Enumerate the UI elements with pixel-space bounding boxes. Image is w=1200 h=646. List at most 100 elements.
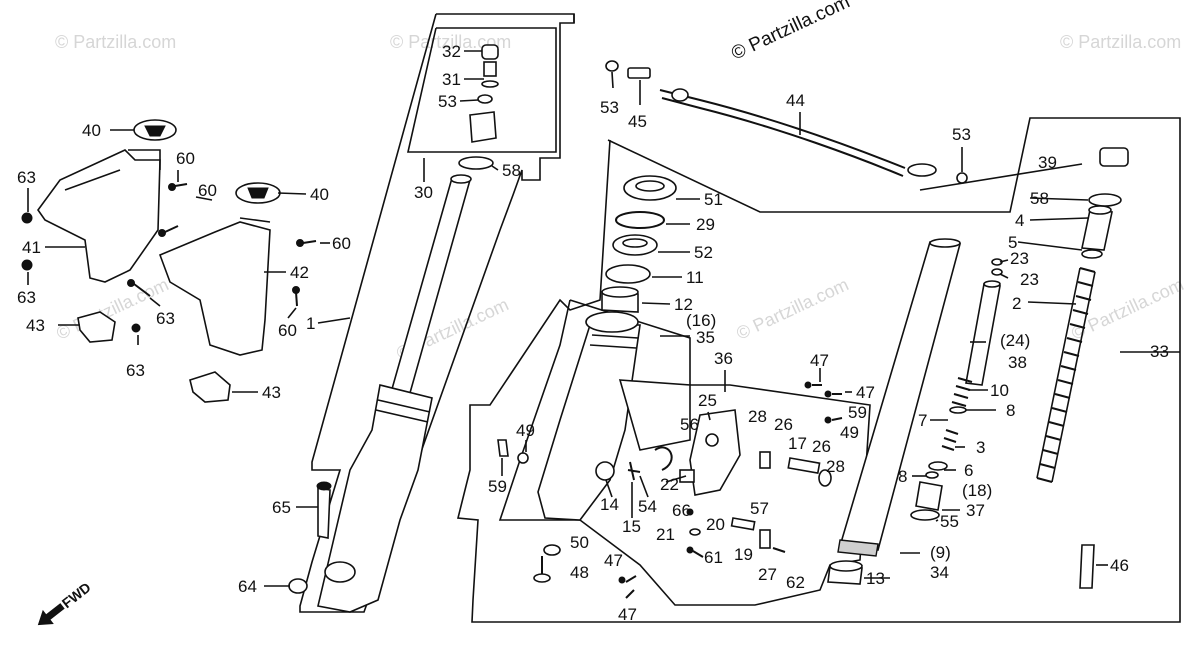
- callout-45: 45: [628, 112, 647, 131]
- callout-39: 39: [1038, 153, 1057, 172]
- callout-60: 60: [198, 181, 217, 200]
- callout-61: 61: [704, 548, 723, 567]
- watermark: © Partzilla.com: [55, 32, 176, 52]
- callout-5: 5: [1008, 233, 1017, 252]
- callout-47: 47: [604, 551, 623, 570]
- callout-41: 41: [22, 238, 41, 257]
- callout-58: 58: [502, 161, 521, 180]
- center-group: [456, 117, 1181, 623]
- callout-63: 63: [126, 361, 145, 380]
- callout-26: 26: [812, 437, 831, 456]
- callout-55: 55: [940, 512, 959, 531]
- callout-58: 58: [1030, 189, 1049, 208]
- callout-40: 40: [310, 185, 329, 204]
- callout-31: 31: [442, 70, 461, 89]
- callout-27: 27: [758, 565, 777, 584]
- callout-59: 59: [488, 477, 507, 496]
- callout-11: 11: [686, 268, 704, 287]
- callout-12: 12: [674, 295, 693, 314]
- callout-labels: 32 31 53 58 30 1 65 64 40 60 60 40 63 41…: [17, 42, 1169, 624]
- callout-49: 49: [840, 423, 859, 442]
- callout-53: 53: [952, 125, 971, 144]
- callout-17: 17: [788, 434, 807, 453]
- callout-51: 51: [704, 190, 723, 209]
- leader-lines: [27, 50, 1180, 587]
- right-fork-group: [827, 147, 1129, 589]
- watermark: © Partzilla.com: [390, 32, 511, 52]
- callout-23: 23: [1020, 270, 1039, 289]
- fork-spring: [1036, 267, 1096, 483]
- callout-19: 19: [734, 545, 753, 564]
- watermark-main: © Partzilla.com: [728, 0, 853, 65]
- callout-37: 37: [966, 501, 985, 520]
- callout-4: 4: [1015, 211, 1024, 230]
- watermark: © Partzilla.com: [733, 274, 851, 343]
- callout-47: 47: [810, 351, 829, 370]
- callout-32: 32: [442, 42, 461, 61]
- callout-34: 34: [930, 563, 949, 582]
- callout-60: 60: [176, 149, 195, 168]
- callout-64: 64: [238, 577, 257, 596]
- callout-18-paren: (18): [962, 481, 992, 500]
- callout-59: 59: [848, 403, 867, 422]
- left-fork-group: [288, 13, 575, 613]
- bracket-group: [21, 119, 317, 403]
- callout-66: 66: [672, 501, 691, 520]
- callout-47: 47: [856, 383, 875, 402]
- callout-48: 48: [570, 563, 589, 582]
- callout-60: 60: [278, 321, 297, 340]
- callout-16-paren: (16): [686, 311, 716, 330]
- callout-60: 60: [332, 234, 351, 253]
- callout-7: 7: [918, 411, 927, 430]
- callout-38: 38: [1008, 353, 1027, 372]
- callout-63: 63: [17, 168, 36, 187]
- callout-49: 49: [516, 421, 535, 440]
- callout-15: 15: [622, 517, 641, 536]
- callout-43: 43: [26, 316, 45, 335]
- callout-29: 29: [696, 215, 715, 234]
- callout-24-paren: (24): [1000, 331, 1030, 350]
- callout-25: 25: [698, 391, 717, 410]
- callout-63: 63: [17, 288, 36, 307]
- callout-8: 8: [1006, 401, 1015, 420]
- callout-33: 33: [1150, 342, 1169, 361]
- callout-6: 6: [964, 461, 973, 480]
- callout-36: 36: [714, 349, 733, 368]
- callout-53: 53: [600, 98, 619, 117]
- callout-52: 52: [694, 243, 713, 262]
- callout-3: 3: [976, 438, 985, 457]
- callout-50: 50: [570, 533, 589, 552]
- callout-65: 65: [272, 498, 291, 517]
- callout-56: 56: [680, 415, 699, 434]
- callout-35: 35: [696, 328, 715, 347]
- callout-22: 22: [660, 475, 679, 494]
- callout-54: 54: [638, 497, 657, 516]
- callout-30: 30: [414, 183, 433, 202]
- callout-42: 42: [290, 263, 309, 282]
- callout-9-paren: (9): [930, 543, 951, 562]
- callout-8: 8: [898, 467, 907, 486]
- callout-47: 47: [618, 605, 637, 624]
- callout-44: 44: [786, 91, 805, 110]
- callout-28: 28: [748, 407, 767, 426]
- brake-hose-group: [573, 14, 968, 184]
- callout-40: 40: [82, 121, 101, 140]
- callout-21: 21: [656, 525, 675, 544]
- callout-63: 63: [156, 309, 175, 328]
- callout-10: 10: [990, 381, 1009, 400]
- watermark: © Partzilla.com: [1060, 32, 1181, 52]
- callout-20: 20: [706, 515, 725, 534]
- callout-46: 46: [1110, 556, 1129, 575]
- fwd-label: FWD: [59, 579, 94, 611]
- callout-23: 23: [1010, 249, 1029, 268]
- fwd-arrow: FWD: [37, 579, 94, 626]
- callout-14: 14: [600, 495, 619, 514]
- callout-53: 53: [438, 92, 457, 111]
- callout-1: 1: [306, 314, 315, 333]
- callout-57: 57: [750, 499, 769, 518]
- callout-43: 43: [262, 383, 281, 402]
- callout-62: 62: [786, 573, 805, 592]
- callout-13: 13: [866, 569, 885, 588]
- callout-26: 26: [774, 415, 793, 434]
